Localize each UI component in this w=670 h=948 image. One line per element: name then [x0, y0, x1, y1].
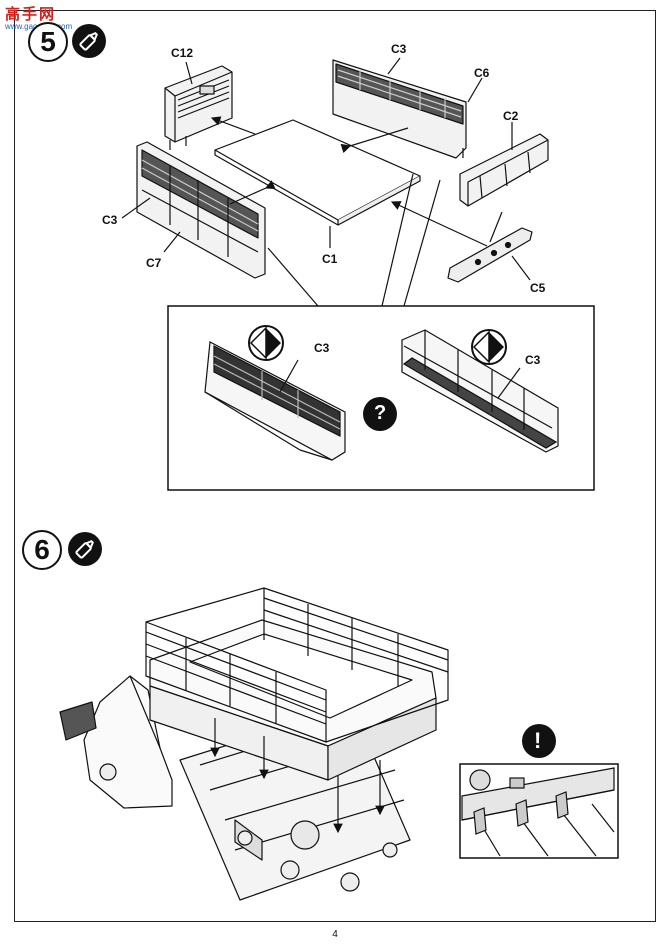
- part-c12-drawing: [164, 65, 233, 150]
- question-badge: [363, 397, 397, 431]
- question-mark-symbol: ?: [374, 402, 387, 424]
- part-c1-drawing: [214, 119, 421, 226]
- label-c5: C5: [530, 281, 546, 295]
- label-c1: C1: [322, 252, 338, 266]
- label-detail-c3-left: C3: [314, 341, 330, 355]
- orientation-mark-left: [248, 325, 284, 361]
- step-5-number: 5: [28, 22, 68, 62]
- label-c12: C12: [171, 46, 194, 60]
- label-detail-c3-right: C3: [525, 353, 541, 367]
- label-c2: C2: [503, 109, 519, 123]
- label-c3-top: C3: [391, 42, 407, 56]
- part-c5-drawing: [447, 227, 533, 283]
- page-number: 4: [332, 929, 338, 940]
- step-6-drawing: [59, 587, 449, 901]
- part-c6-drawing: [332, 59, 467, 159]
- attention-badge: [522, 724, 556, 758]
- attention-mark-symbol: !: [534, 728, 542, 753]
- label-c3-left: C3: [102, 213, 118, 227]
- cement-icon: [72, 24, 106, 58]
- page-frame: [14, 10, 656, 922]
- watermark-name: 高手网: [5, 6, 57, 23]
- orientation-mark-right: [471, 329, 507, 365]
- part-c2-drawing: [459, 133, 549, 207]
- part-c7-drawing: [136, 141, 266, 279]
- label-c7: C7: [146, 256, 162, 270]
- cement-icon: [68, 532, 102, 566]
- label-c6: C6: [474, 66, 490, 80]
- step-6-number: 6: [22, 530, 62, 570]
